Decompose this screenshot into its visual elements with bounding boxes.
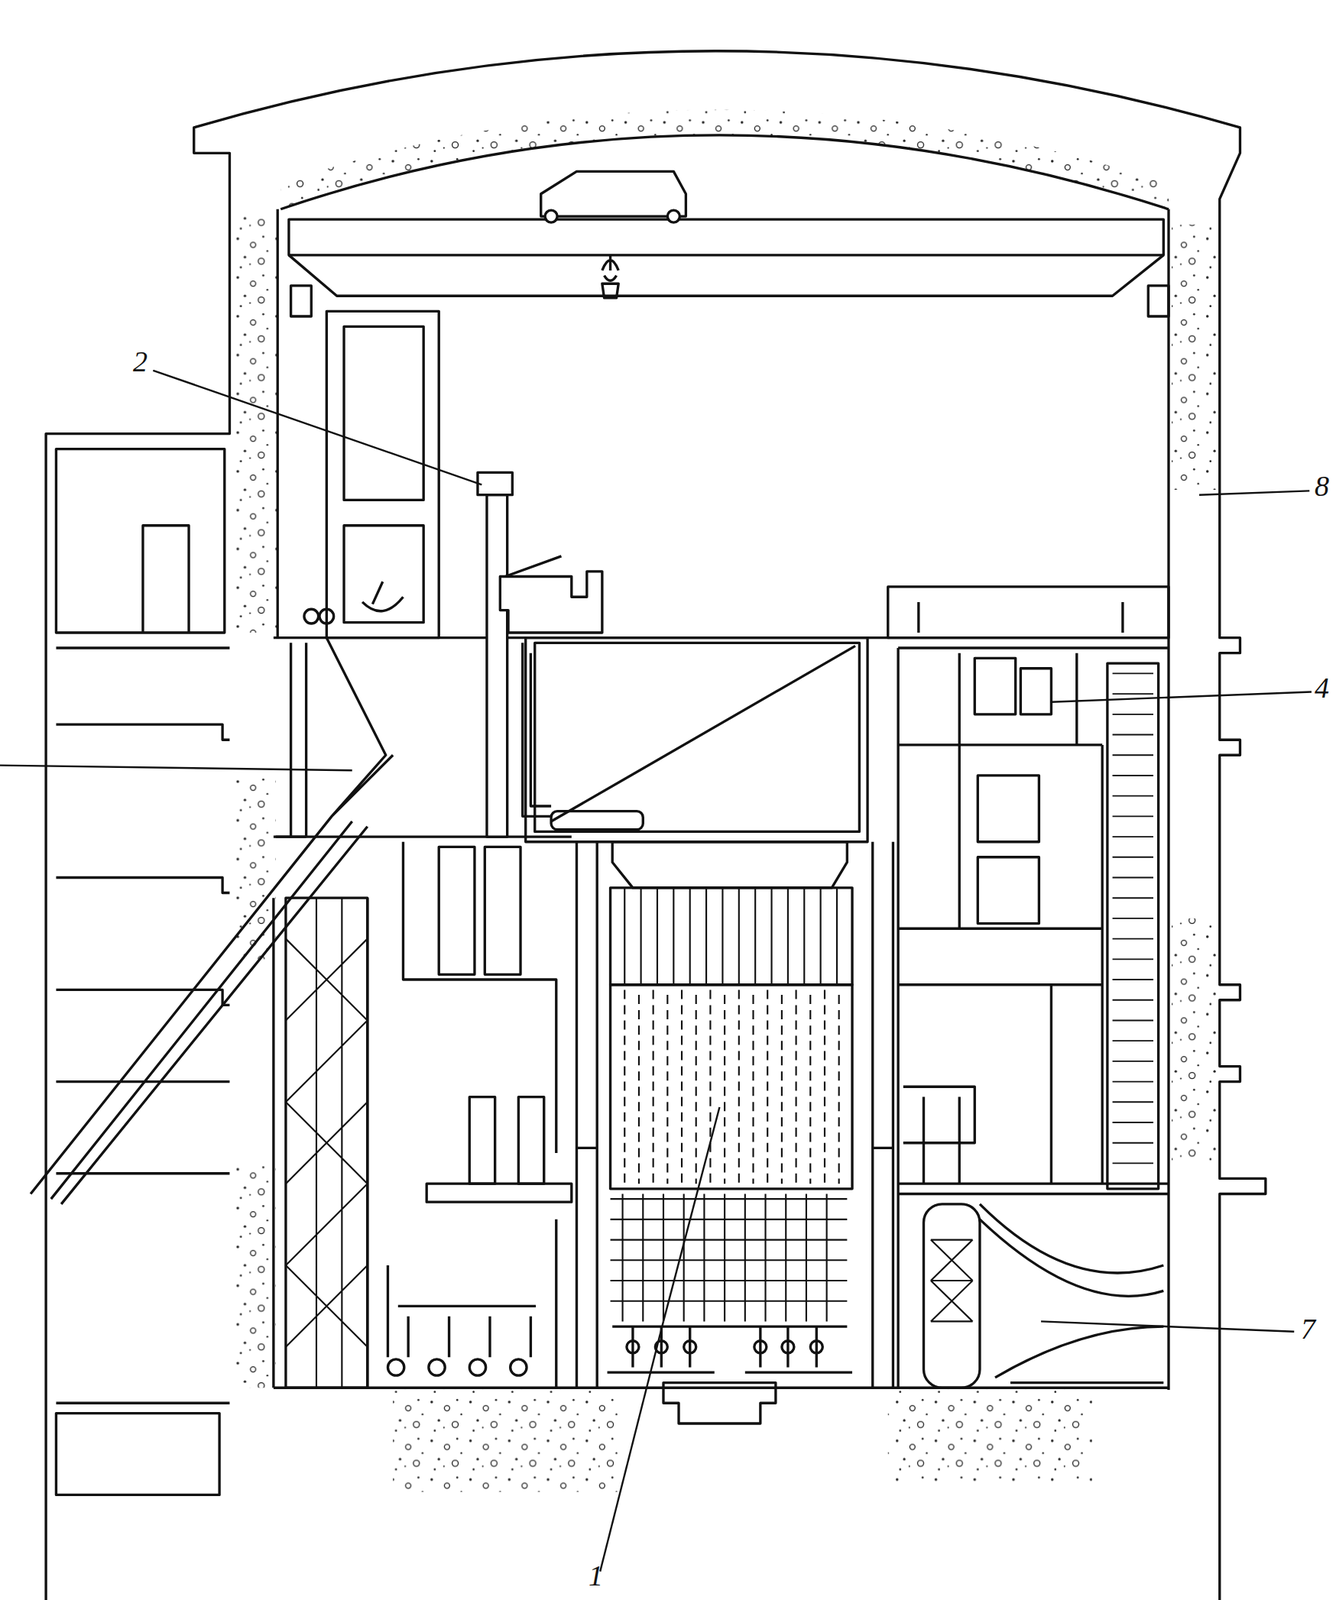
callout-number: 2 bbox=[130, 346, 150, 377]
callout-number: 8 bbox=[1312, 471, 1332, 501]
callout-number: 1 bbox=[586, 1561, 606, 1591]
callout-number: 4 bbox=[1312, 673, 1332, 703]
callout-number: 7 bbox=[1298, 1314, 1318, 1344]
